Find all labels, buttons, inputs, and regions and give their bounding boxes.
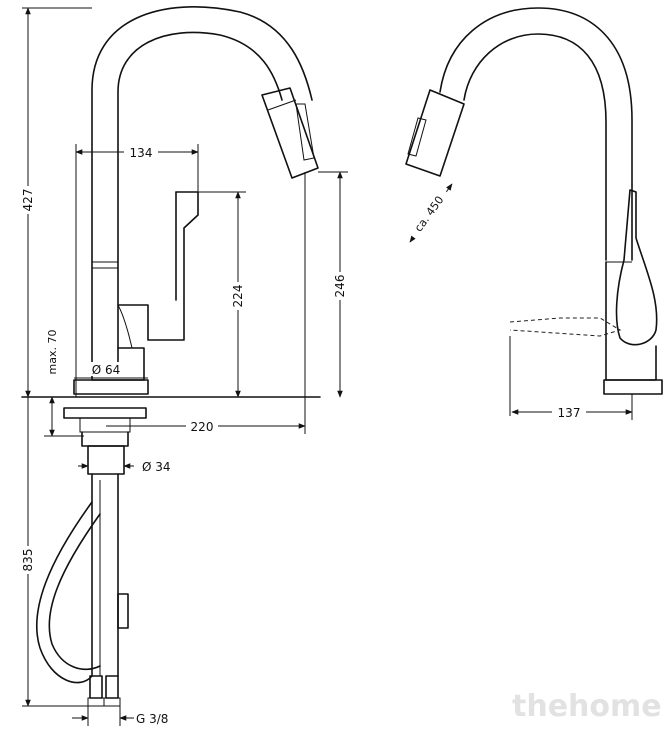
label-835: 835 xyxy=(21,549,35,572)
label-diameter-64: Ø 64 xyxy=(92,363,121,377)
label-220: 220 xyxy=(191,420,214,434)
label-137: 137 xyxy=(558,406,581,420)
watermark: thehome xyxy=(512,689,662,724)
label-134: 134 xyxy=(130,146,153,160)
label-224: 224 xyxy=(231,285,245,308)
label-max-70: max. 70 xyxy=(46,330,59,375)
label-246: 246 xyxy=(333,275,347,298)
label-427: 427 xyxy=(21,189,35,212)
label-connection: G 3/8 xyxy=(136,712,168,726)
side-view-faucet xyxy=(405,7,663,416)
label-diameter-34: Ø 34 xyxy=(142,460,171,474)
side-dimension-lines xyxy=(409,183,633,420)
front-view-faucet xyxy=(36,6,319,707)
